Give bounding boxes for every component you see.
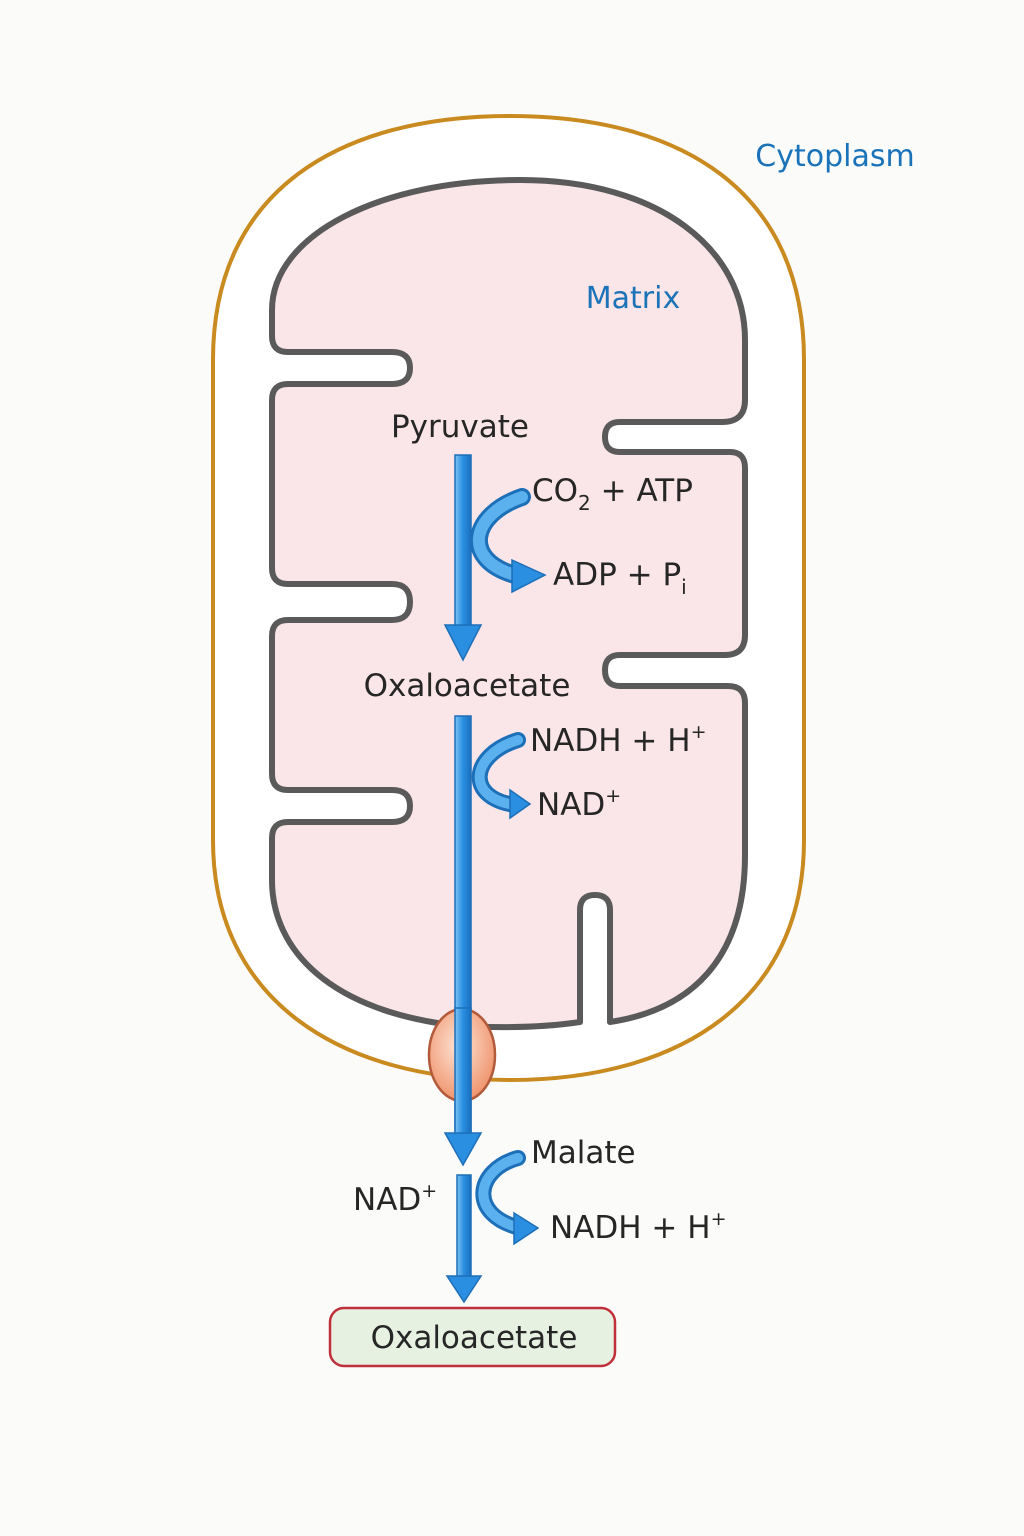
oxaloacetate-cytoplasm-label: Oxaloacetate xyxy=(371,1320,578,1356)
step2-input-label: NADH + H+ xyxy=(530,721,707,759)
step1-inputs-label: CO2 + ATP xyxy=(532,473,693,515)
arrow-pyruvate-to-oxaloacetate xyxy=(443,454,483,662)
step3-input-label: NAD+ xyxy=(353,1180,437,1218)
arrow-malate-to-oxaloacetate xyxy=(445,1174,483,1304)
malate-label: Malate xyxy=(531,1135,636,1171)
matrix-label: Matrix xyxy=(586,281,680,316)
oxaloacetate-matrix-label: Oxaloacetate xyxy=(364,668,571,704)
product-box: Oxaloacetate xyxy=(328,1306,617,1368)
cytoplasm-label: Cytoplasm xyxy=(755,139,914,174)
arrow-segment-through-transporter xyxy=(454,1007,472,1139)
pyruvate-label: Pyruvate xyxy=(391,409,529,445)
step2-output-label: NAD+ xyxy=(537,785,621,823)
curved-arrow-step1 xyxy=(469,488,547,594)
step3-output-label: NADH + H+ xyxy=(550,1208,727,1246)
curved-arrow-step3 xyxy=(475,1150,540,1246)
step1-outputs-label: ADP + Pi xyxy=(553,557,687,599)
curved-arrow-step2 xyxy=(471,732,532,820)
inner-membrane xyxy=(269,177,748,1031)
arrowhead-to-malate xyxy=(443,1132,483,1167)
